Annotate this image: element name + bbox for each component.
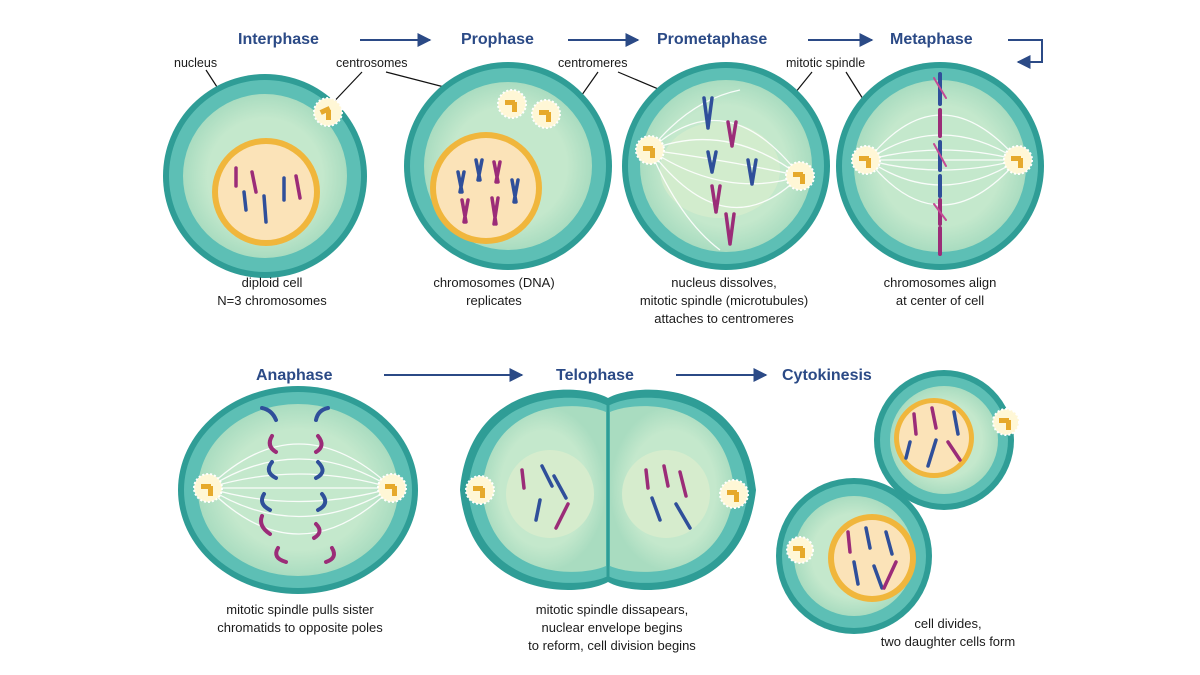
title-prometaphase: Prometaphase	[657, 31, 767, 48]
callout-centromeres: centromeres	[558, 56, 627, 70]
title-interphase: Interphase	[238, 31, 319, 48]
caption-interphase: diploid cell N=3 chromosomes	[217, 275, 327, 308]
centrosome-icon	[785, 161, 815, 191]
svg-text:nuclear envelope begins: nuclear envelope begins	[542, 620, 683, 635]
cell-telophase	[460, 389, 756, 590]
cell-prophase	[404, 62, 612, 270]
title-anaphase: Anaphase	[256, 367, 333, 384]
svg-text:cell divides,: cell divides,	[914, 616, 981, 631]
callout-nucleus: nucleus	[174, 56, 217, 70]
title-metaphase: Metaphase	[890, 31, 973, 48]
centrosome-icon	[193, 473, 223, 503]
svg-text:diploid cell: diploid cell	[242, 275, 303, 290]
cell-cytokinesis-daughter-top	[874, 370, 1020, 510]
centrosome-icon	[313, 97, 343, 127]
svg-text:mitotic spindle (microtubules): mitotic spindle (microtubules)	[640, 293, 808, 308]
svg-text:chromosomes (DNA): chromosomes (DNA)	[433, 275, 554, 290]
svg-text:mitotic spindle dissapears,: mitotic spindle dissapears,	[536, 602, 688, 617]
svg-text:chromatids to opposite poles: chromatids to opposite poles	[217, 620, 383, 635]
cell-interphase	[163, 74, 367, 278]
centrosome-icon	[719, 479, 749, 509]
centrosome-icon	[497, 89, 527, 119]
caption-prophase: chromosomes (DNA) replicates	[433, 275, 554, 308]
svg-text:mitotic spindle pulls sister: mitotic spindle pulls sister	[226, 602, 374, 617]
title-prophase: Prophase	[461, 31, 534, 48]
svg-text:two daughter cells form: two daughter cells form	[881, 634, 1015, 649]
centrosome-icon	[635, 135, 665, 165]
flow-arrow-return	[1008, 39, 1043, 69]
svg-text:chromosomes align: chromosomes align	[884, 275, 997, 290]
callout-mitotic-spindle: mitotic spindle	[786, 56, 865, 70]
caption-telophase: mitotic spindle dissapears, nuclear enve…	[528, 602, 696, 653]
cell-cytokinesis-daughter-bottom	[776, 478, 932, 634]
title-telophase: Telophase	[556, 367, 634, 384]
caption-cytokinesis: cell divides, two daughter cells form	[881, 616, 1015, 649]
svg-text:at center of cell: at center of cell	[896, 293, 984, 308]
caption-anaphase: mitotic spindle pulls sister chromatids …	[217, 602, 383, 635]
caption-metaphase: chromosomes align at center of cell	[884, 275, 997, 308]
centrosome-icon	[786, 536, 814, 564]
caption-prometaphase: nucleus dissolves, mitotic spindle (micr…	[640, 275, 808, 326]
centrosome-icon	[465, 475, 495, 505]
svg-text:attaches to centromeres: attaches to centromeres	[654, 311, 794, 326]
centrosome-icon	[377, 473, 407, 503]
centrosome-icon	[992, 408, 1020, 436]
cell-prometaphase	[622, 62, 830, 270]
cell-metaphase	[836, 62, 1044, 270]
svg-text:N=3 chromosomes: N=3 chromosomes	[217, 293, 327, 308]
title-cytokinesis: Cytokinesis	[782, 367, 872, 384]
cell-anaphase	[178, 386, 418, 594]
centrosome-icon	[851, 145, 881, 175]
svg-text:nucleus dissolves,: nucleus dissolves,	[671, 275, 777, 290]
callout-centrosomes: centrosomes	[336, 56, 408, 70]
svg-text:to reform, cell division begin: to reform, cell division begins	[528, 638, 696, 653]
centrosome-icon	[1003, 145, 1033, 175]
svg-text:replicates: replicates	[466, 293, 522, 308]
centrosome-icon	[531, 99, 561, 129]
